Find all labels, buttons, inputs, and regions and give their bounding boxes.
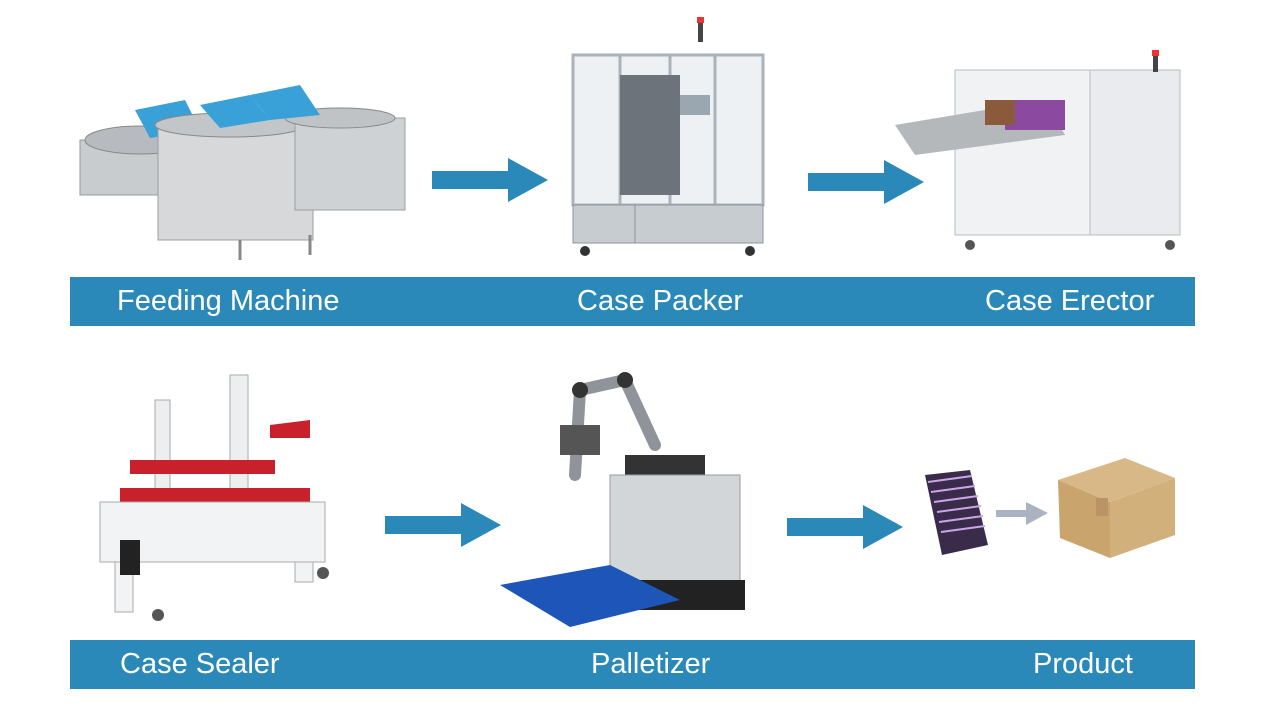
stage-label-palletizer: Palletizer	[591, 648, 711, 680]
case-sealer-image	[99, 374, 329, 621]
feeding-machine-image	[79, 85, 406, 260]
palletizer-image	[500, 372, 745, 627]
flow-arrow-icon	[385, 503, 501, 547]
product-packs-icon	[925, 470, 988, 555]
case-packer-image	[571, 17, 765, 256]
flow-arrow-icon	[432, 158, 548, 202]
case-erector-image	[895, 50, 1181, 250]
stage-label-product: Product	[1033, 648, 1133, 680]
product-image	[925, 458, 1175, 558]
stage-band-row-2: Case Sealer Palletizer Product	[70, 640, 1195, 689]
stage-label-feeding-machine: Feeding Machine	[117, 285, 340, 317]
stage-label-case-sealer: Case Sealer	[120, 648, 280, 680]
stage-label-case-erector: Case Erector	[985, 285, 1155, 317]
flow-arrow-icon	[808, 160, 924, 204]
stage-label-case-packer: Case Packer	[577, 285, 744, 317]
flow-arrow-icon	[787, 505, 903, 549]
product-arrow-icon	[996, 502, 1048, 525]
cardboard-box-icon	[1058, 458, 1175, 558]
stage-band-row-1: Feeding Machine Case Packer Case Erector	[70, 277, 1195, 326]
